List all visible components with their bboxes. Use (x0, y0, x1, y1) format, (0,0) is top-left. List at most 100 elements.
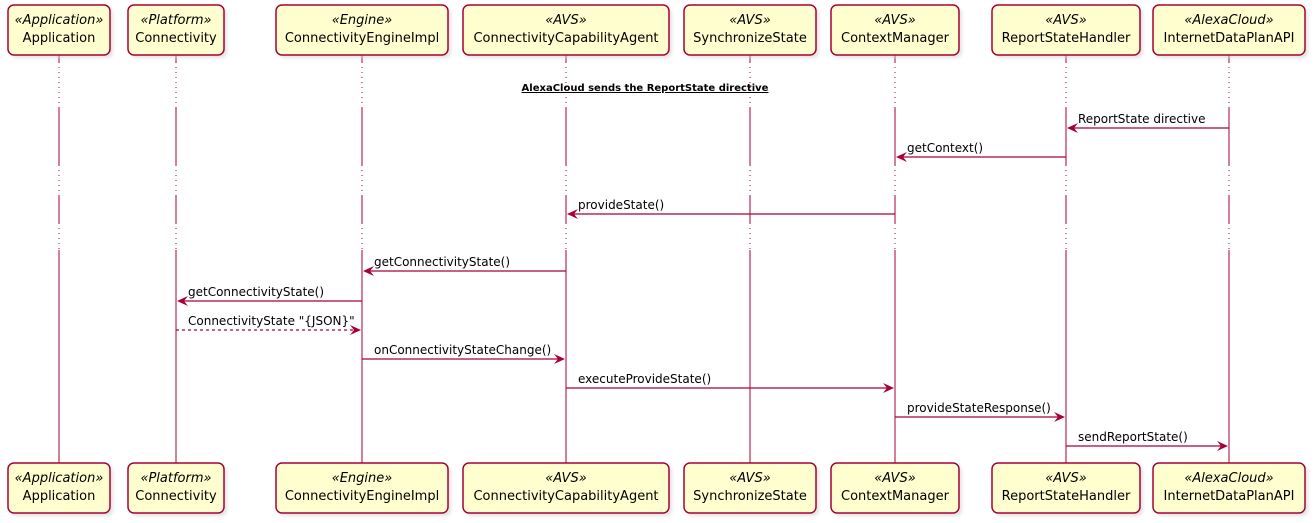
participant-stereotype: «AVS» (729, 13, 770, 28)
participant-box (127, 462, 225, 514)
participant-stereotype: «AVS» (874, 471, 915, 486)
message-label: provideStateResponse() (907, 401, 1051, 415)
participant-box (830, 462, 960, 514)
participant-box (683, 4, 817, 56)
participant-box (991, 4, 1141, 56)
participant-name: InternetDataPlanAPI (1164, 31, 1295, 46)
message-label: provideState() (578, 198, 664, 212)
message-4: getConnectivityState() (363, 255, 566, 276)
participant-name: ReportStateHandler (1002, 489, 1131, 504)
participant-box (683, 462, 817, 514)
message-2: getContext() (896, 141, 1066, 162)
arrowhead-icon (1067, 123, 1078, 133)
participant-box (1152, 4, 1306, 56)
participant-name: Connectivity (135, 31, 217, 46)
participant-box (830, 4, 960, 56)
arrowhead-icon (1217, 441, 1228, 451)
participant-name: Connectivity (135, 489, 217, 504)
participant-synchronize-state-top: «AVS» SynchronizeState (683, 4, 819, 58)
message-8: executeProvideState() (566, 372, 894, 393)
messages: ReportState directive getContext() provide… (176, 112, 1229, 451)
participant-name: ContextManager (841, 489, 950, 504)
participant-name: SynchronizeState (693, 31, 807, 46)
participant-box (991, 462, 1141, 514)
participant-box (7, 462, 111, 514)
participant-report-state-handler-bottom: «AVS» ReportStateHandler (991, 462, 1143, 516)
participant-name: SynchronizeState (693, 489, 807, 504)
participant-stereotype: «Engine» (332, 13, 393, 28)
participant-box (1152, 462, 1306, 514)
participant-stereotype: «Application» (15, 471, 104, 486)
participant-name: ConnectivityCapabilityAgent (473, 31, 658, 46)
arrowhead-icon (883, 383, 894, 393)
arrowhead-icon (177, 296, 188, 306)
lifelines (58, 55, 1230, 463)
message-label: getContext() (907, 141, 983, 155)
participant-internet-data-plan-api-bottom: «AlexaCloud» InternetDataPlanAPI (1152, 462, 1308, 516)
participant-header-row: «Application» Application «Platform» Connec… (7, 4, 1308, 58)
divider: AlexaCloud sends the ReportState directi… (522, 83, 769, 94)
participant-box (7, 4, 111, 56)
participant-name: ConnectivityEngineImpl (285, 31, 439, 46)
participant-internet-data-plan-api-top: «AlexaCloud» InternetDataPlanAPI (1152, 4, 1308, 58)
message-3: provideState() (567, 198, 895, 219)
participant-stereotype: «Platform» (140, 13, 211, 28)
divider-label: AlexaCloud sends the ReportState directi… (522, 83, 769, 94)
participant-stereotype: «AlexaCloud» (1184, 471, 1273, 486)
participant-name: Application (23, 489, 96, 504)
arrowhead-icon (896, 152, 907, 162)
participant-connectivity-top: «Platform» Connectivity (127, 4, 227, 58)
participant-connectivity-engine-impl-bottom: «Engine» ConnectivityEngineImpl (275, 462, 451, 516)
participant-name: InternetDataPlanAPI (1164, 489, 1295, 504)
participant-box (462, 462, 670, 514)
message-label: onConnectivityStateChange() (374, 343, 551, 357)
participant-application-top: «Application» Application (7, 4, 113, 58)
message-label: getConnectivityState() (188, 285, 324, 299)
participant-report-state-handler-top: «AVS» ReportStateHandler (991, 4, 1143, 58)
participant-stereotype: «AVS» (729, 471, 770, 486)
message-label: getConnectivityState() (374, 255, 510, 269)
participant-stereotype: «AVS» (545, 471, 586, 486)
participant-stereotype: «Platform» (140, 471, 211, 486)
participant-application-bottom: «Application» Application (7, 462, 113, 516)
participant-name: ConnectivityEngineImpl (285, 489, 439, 504)
participant-box (462, 4, 670, 56)
message-label: sendReportState() (1078, 430, 1188, 444)
participant-stereotype: «Engine» (332, 471, 393, 486)
message-label: executeProvideState() (578, 372, 711, 386)
arrowhead-icon (554, 354, 565, 364)
message-5: getConnectivityState() (177, 285, 362, 306)
participant-box (275, 4, 449, 56)
participant-name: ReportStateHandler (1002, 31, 1131, 46)
participant-box (275, 462, 449, 514)
participant-name: ConnectivityCapabilityAgent (473, 489, 658, 504)
participant-stereotype: «AVS» (545, 13, 586, 28)
message-1: ReportState directive (1067, 112, 1229, 133)
participant-stereotype: «AVS» (874, 13, 915, 28)
participant-connectivity-capability-agent-top: «AVS» ConnectivityCapabilityAgent (462, 4, 672, 58)
participant-box (127, 4, 225, 56)
message-10: sendReportState() (1066, 430, 1228, 451)
message-6: ConnectivityState "{JSON}" (176, 314, 361, 335)
participant-stereotype: «AlexaCloud» (1184, 13, 1273, 28)
participant-context-manager-bottom: «AVS» ContextManager (830, 462, 962, 516)
arrowhead-icon (567, 209, 578, 219)
arrowhead-icon (350, 325, 361, 335)
participant-connectivity-bottom: «Platform» Connectivity (127, 462, 227, 516)
message-label: ReportState directive (1078, 112, 1205, 126)
participant-connectivity-engine-impl-top: «Engine» ConnectivityEngineImpl (275, 4, 451, 58)
message-9: provideStateResponse() (895, 401, 1065, 422)
participant-stereotype: «AVS» (1045, 471, 1086, 486)
participant-synchronize-state-bottom: «AVS» SynchronizeState (683, 462, 819, 516)
arrowhead-icon (363, 266, 374, 276)
participant-connectivity-capability-agent-bottom: «AVS» ConnectivityCapabilityAgent (462, 462, 672, 516)
participant-name: Application (23, 31, 96, 46)
participant-stereotype: «Application» (15, 13, 104, 28)
arrowhead-icon (1054, 412, 1065, 422)
message-7: onConnectivityStateChange() (362, 343, 565, 364)
message-label: ConnectivityState "{JSON}" (188, 314, 355, 328)
participant-name: ContextManager (841, 31, 950, 46)
participant-stereotype: «AVS» (1045, 13, 1086, 28)
participant-footer-row: «Application» Application «Platform» Connec… (7, 462, 1308, 516)
